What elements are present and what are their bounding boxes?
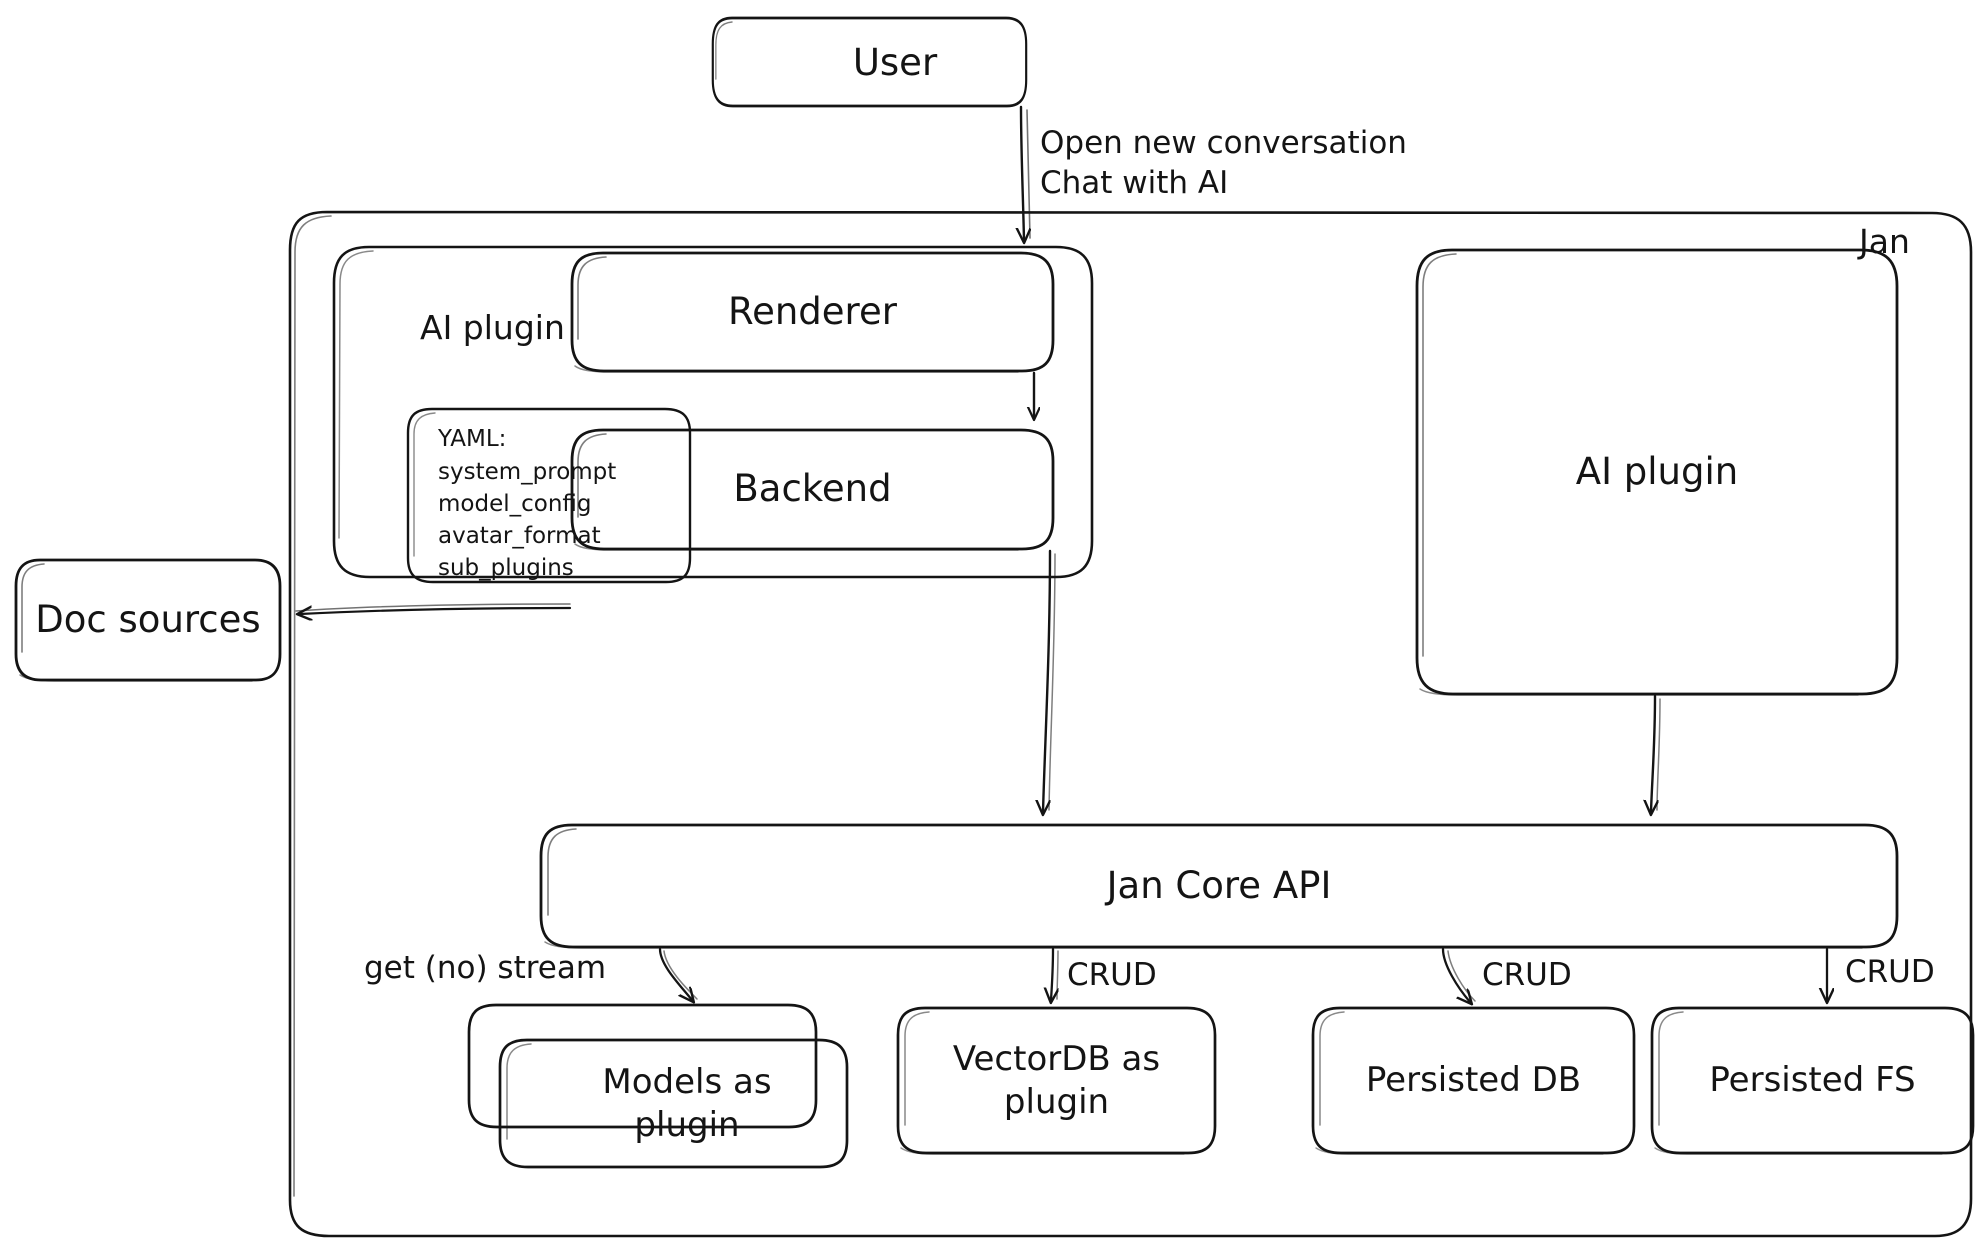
ai-plugin-box[interactable] bbox=[1415, 248, 1899, 696]
edge-ai-plugin-to-jan-core-api bbox=[1651, 694, 1661, 812]
user-box[interactable] bbox=[711, 16, 1028, 108]
edge-core-to-models bbox=[658, 947, 698, 1000]
jan-core-api-box[interactable] bbox=[539, 823, 1899, 949]
persisted-fs-box[interactable] bbox=[1650, 1006, 1975, 1155]
ai-plugin-group-container bbox=[332, 245, 1094, 579]
edge-backend-to-doc-sources bbox=[295, 603, 572, 614]
edge-core-to-persisted-db bbox=[1441, 947, 1476, 1002]
edge-user-to-renderer bbox=[1021, 105, 1030, 240]
edge-backend-to-jan-core-api bbox=[1043, 549, 1056, 812]
jan-container bbox=[288, 210, 1973, 1238]
renderer-box[interactable] bbox=[570, 251, 1055, 373]
persisted-db-box[interactable] bbox=[1311, 1006, 1636, 1155]
models-as-plugin-box[interactable] bbox=[467, 1003, 849, 1169]
vectordb-as-plugin-box[interactable] bbox=[896, 1006, 1217, 1155]
backend-box[interactable] bbox=[570, 428, 1055, 551]
yaml-card bbox=[406, 407, 692, 584]
doc-sources-box[interactable] bbox=[14, 558, 282, 682]
edge-core-to-vectordb bbox=[1051, 947, 1058, 1000]
